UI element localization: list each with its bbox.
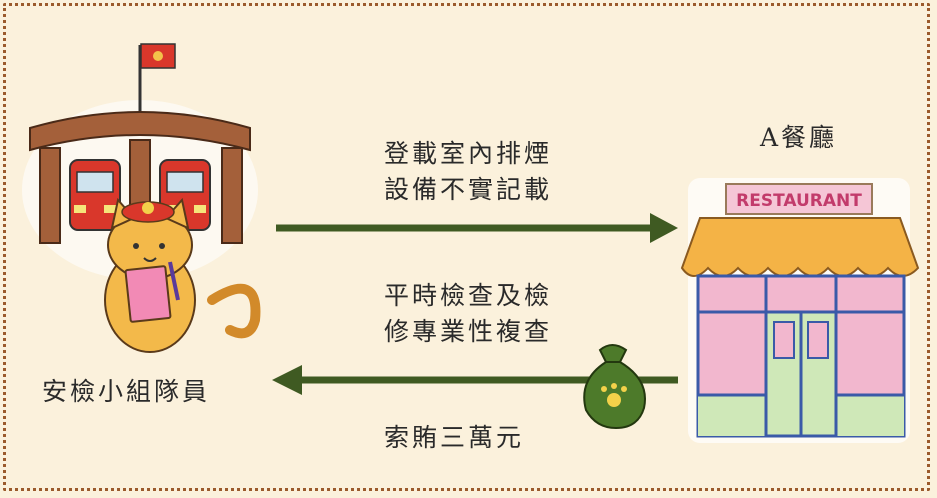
restaurant-sign: RESTAURANT [736,191,862,211]
dotted-frame [3,3,930,491]
cat-inspector-icon [104,197,261,353]
inspection-text: 平時檢查及檢 修專業性複查 [384,278,552,350]
inspection-line1: 平時檢查及檢 [384,281,553,310]
inspector-label: 安檢小組隊員 [42,377,211,406]
restaurant-illustration: RESTAURANT [680,178,920,443]
inspection-line2: 修專業性複查 [384,317,553,346]
flow-to-restaurant-line1: 登載室內排煙 [384,139,553,168]
flow-to-restaurant-text: 登載室內排煙 設備不實記載 [384,136,552,208]
bribe-label: 索賄三萬元 [384,423,525,452]
arrow-to-restaurant [276,213,678,243]
fire-truck-icon [69,159,121,231]
restaurant-label: A餐廳 [760,123,838,152]
fire-station-illustration [22,43,261,353]
flow-to-restaurant-line2: 設備不實記載 [384,175,553,204]
money-bag-icon [583,344,646,430]
